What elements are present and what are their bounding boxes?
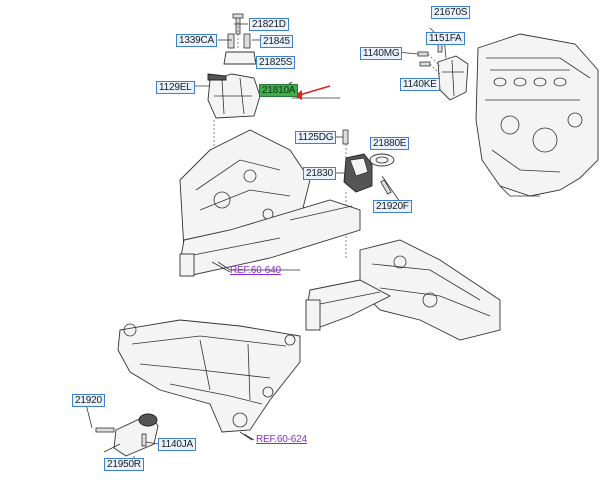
label-21880e[interactable]: 21880E bbox=[370, 137, 410, 150]
label-21920f[interactable]: 21920F bbox=[373, 200, 412, 213]
label-1140ke[interactable]: 1140KE bbox=[400, 78, 440, 91]
label-1129el[interactable]: 1129EL bbox=[156, 81, 195, 94]
label-21845[interactable]: 21845 bbox=[260, 35, 293, 48]
label-21920[interactable]: 21920 bbox=[72, 394, 105, 407]
label-1151fa[interactable]: 1151FA bbox=[426, 32, 465, 45]
engine-block bbox=[475, 33, 599, 197]
label-21825s[interactable]: 21825S bbox=[256, 56, 296, 69]
upper-right-bracket bbox=[396, 37, 469, 101]
label-1125dg[interactable]: 1125DG bbox=[295, 131, 337, 144]
subframe bbox=[117, 319, 301, 441]
upper-mount-assembly bbox=[190, 13, 262, 180]
label-21810a[interactable]: 21810A bbox=[259, 84, 299, 97]
side-member-left bbox=[179, 129, 361, 277]
roll-rod bbox=[85, 403, 159, 462]
ref-link-60-640[interactable]: REF.60-640 bbox=[230, 265, 281, 276]
label-1140ja[interactable]: 1140JA bbox=[158, 438, 196, 451]
ref-link-60-624[interactable]: REF.60-624 bbox=[256, 434, 307, 445]
label-21950r[interactable]: 21950R bbox=[104, 458, 144, 471]
label-1140mg[interactable]: 1140MG bbox=[360, 47, 403, 60]
side-member-right bbox=[305, 239, 501, 341]
label-21830[interactable]: 21830 bbox=[303, 167, 336, 180]
transmission-mount bbox=[330, 129, 401, 260]
label-1339ca[interactable]: 1339CA bbox=[176, 34, 217, 47]
label-21821d[interactable]: 21821D bbox=[249, 18, 289, 31]
label-21670s[interactable]: 21670S bbox=[431, 6, 471, 19]
